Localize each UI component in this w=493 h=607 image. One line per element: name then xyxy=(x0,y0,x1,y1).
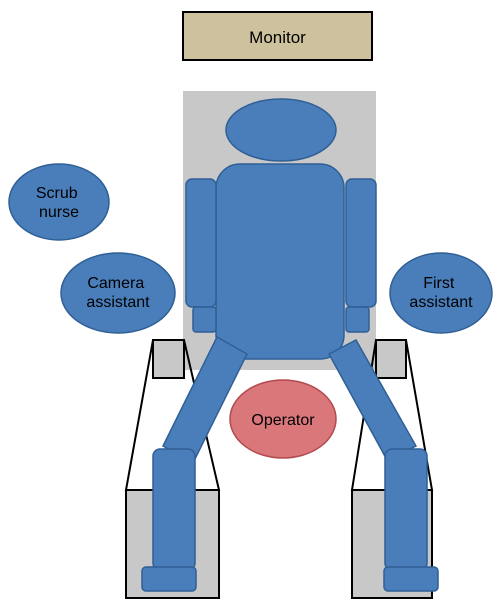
first-assistant-line-1: First xyxy=(423,275,455,292)
operator: Operator xyxy=(229,379,337,459)
patient-left-arm xyxy=(185,178,217,308)
first-assistant-label: First assistant xyxy=(409,275,473,311)
scrub-nurse-ellipse xyxy=(8,163,110,241)
operator-ellipse xyxy=(229,379,337,459)
patient-left-hand xyxy=(192,306,217,333)
first-assistant: First assistant xyxy=(389,252,493,334)
patient-right-hand xyxy=(345,306,370,333)
scrub-nurse: Scrub nurse xyxy=(8,163,110,241)
monitor-box xyxy=(182,11,373,61)
scrub-nurse-line-1: Scrub xyxy=(36,185,78,202)
patient-right-foot xyxy=(383,566,439,592)
camera-assistant-line-1: Camera xyxy=(87,275,144,292)
camera-assistant-label: Camera assistant xyxy=(86,275,150,311)
scrub-nurse-label: Scrub nurse xyxy=(36,185,82,221)
patient-right-lower-leg xyxy=(384,448,428,571)
right-leg-clamp xyxy=(375,339,407,379)
patient-torso xyxy=(215,163,345,360)
left-leg-clamp xyxy=(152,339,185,379)
monitor: Monitor xyxy=(182,11,373,61)
scrub-nurse-line-2: nurse xyxy=(39,204,79,221)
operator-label: Operator xyxy=(251,412,315,429)
patient-left-foot xyxy=(141,566,197,592)
patient-right-thigh xyxy=(327,339,418,461)
first-assistant-line-2: assistant xyxy=(409,294,473,311)
patient xyxy=(141,98,439,592)
patient-head xyxy=(225,98,337,162)
first-assistant-ellipse xyxy=(389,252,493,334)
camera-assistant-line-2: assistant xyxy=(86,294,150,311)
camera-assistant-ellipse xyxy=(60,252,176,334)
patient-left-lower-leg xyxy=(152,448,196,571)
monitor-label: Monitor xyxy=(249,28,306,47)
patient-right-arm xyxy=(345,178,377,308)
camera-assistant: Camera assistant xyxy=(60,252,176,334)
